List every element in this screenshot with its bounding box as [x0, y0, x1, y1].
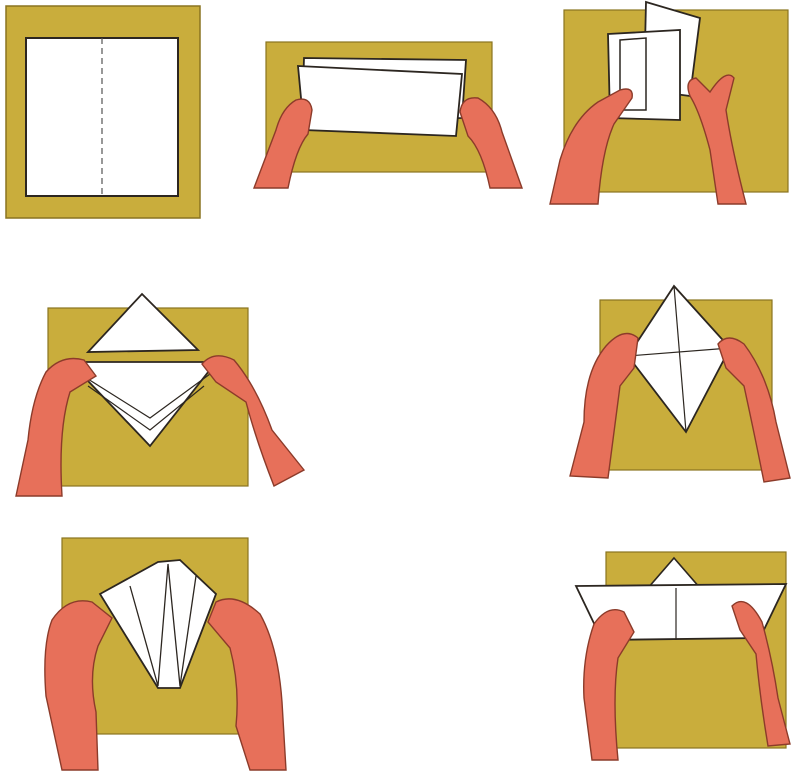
step-3-panel	[550, 0, 791, 206]
step-1-panel	[4, 4, 202, 222]
step-2-illustration	[252, 38, 524, 190]
step-7-panel	[572, 548, 791, 762]
step-5-panel	[568, 282, 791, 486]
step-7-illustration	[572, 548, 791, 762]
step-3-illustration	[550, 0, 791, 206]
paper-front-layer	[298, 66, 462, 136]
step-1-illustration	[4, 4, 202, 222]
step-5-illustration	[568, 282, 791, 486]
step-2-panel	[252, 38, 524, 190]
step-6-illustration	[40, 536, 288, 772]
step-4-illustration	[10, 290, 306, 498]
step-6-panel	[40, 536, 288, 772]
step-4-panel	[10, 290, 306, 498]
